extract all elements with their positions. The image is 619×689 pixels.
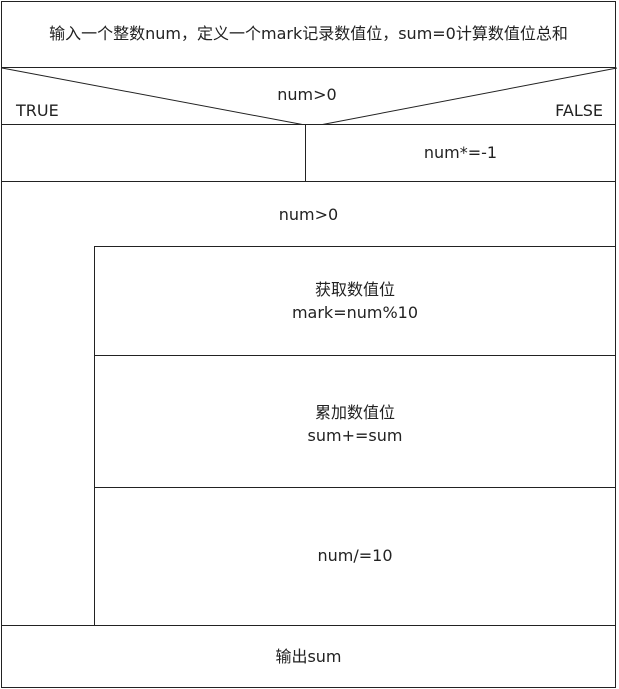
output-text: 输出sum [275, 647, 342, 666]
loop-step-get-digit: 获取数值位 mark=num%10 [94, 246, 616, 356]
input-text: 输入一个整数num，定义一个mark记录数值位，sum=0计算数值位总和 [49, 24, 568, 43]
true-label: TRUE [16, 101, 59, 120]
true-branch-block [1, 124, 306, 182]
step-1-code: mark=num%10 [291, 303, 419, 322]
loop-step-divide: num/=10 [94, 487, 616, 626]
input-block: 输入一个整数num，定义一个mark记录数值位，sum=0计算数值位总和 [1, 1, 616, 68]
step-2-code: sum+=sum [307, 426, 403, 445]
output-block: 输出sum [1, 625, 616, 688]
decision-block: num>0 TRUE FALSE [1, 67, 618, 126]
false-label: FALSE [555, 101, 603, 120]
step-1-title: 获取数值位 [314, 280, 395, 299]
loop-condition: num>0 [278, 205, 339, 224]
step-2-title: 累加数值位 [314, 403, 395, 422]
decision-condition: num>0 [277, 85, 337, 104]
false-branch-text: num*=-1 [423, 143, 498, 162]
loop-step-sum-digit: 累加数值位 sum+=sum [94, 355, 616, 488]
decision-triangle [1, 67, 618, 126]
false-branch-block: num*=-1 [305, 124, 616, 182]
step-3-code: num/=10 [317, 546, 393, 565]
